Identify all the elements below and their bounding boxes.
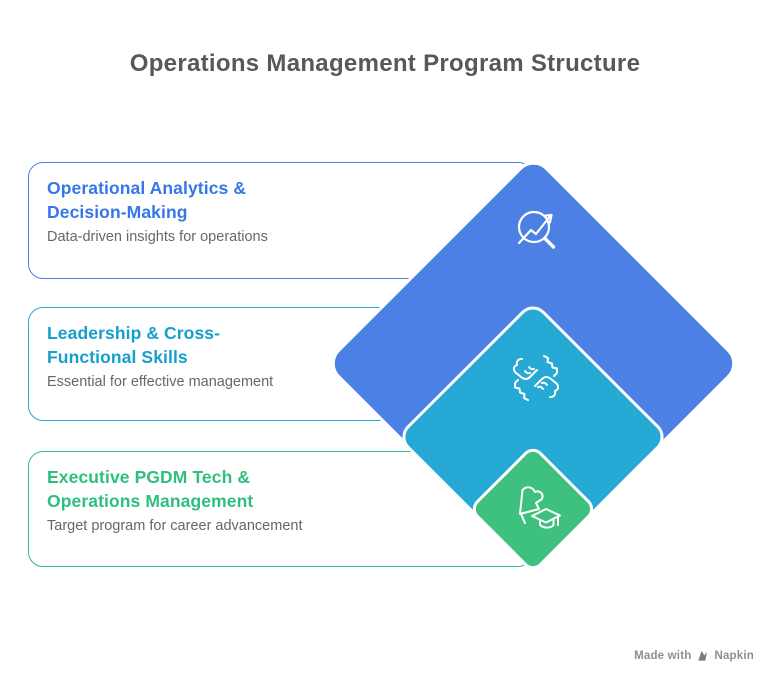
card-subtitle: Target program for career advancement <box>47 518 303 534</box>
card-heading-line-1: Executive PGDM Tech & <box>47 467 251 487</box>
napkin-logo-icon <box>698 650 708 661</box>
analytics-magnifier-icon <box>517 210 556 249</box>
page-title: Operations Management Program Structure <box>129 50 641 77</box>
card-heading-line-1: Leadership & Cross- <box>47 323 221 343</box>
brand-text: Napkin <box>714 649 754 662</box>
card-heading-line-2: Operations Management <box>47 491 254 511</box>
card-heading: Leadership & Cross- Functional Skills <box>47 321 514 369</box>
card-subtitle: Data-driven insights for operations <box>47 229 268 245</box>
card-executive-pgdm: Executive PGDM Tech & Operations Managem… <box>28 451 533 567</box>
flag-graduation-cap-icon <box>519 486 561 529</box>
handshake-gears-icon <box>512 355 560 401</box>
card-heading: Executive PGDM Tech & Operations Managem… <box>47 465 514 513</box>
card-heading: Operational Analytics & Decision-Making <box>47 176 514 224</box>
card-subtitle: Essential for effective management <box>47 374 274 390</box>
card-operational-analytics: Operational Analytics & Decision-Making … <box>28 162 533 279</box>
card-heading-line-2: Functional Skills <box>47 347 188 367</box>
card-heading-line-1: Operational Analytics & <box>47 178 247 198</box>
card-heading-line-2: Decision-Making <box>47 202 188 222</box>
made-with-text: Made with <box>634 649 692 662</box>
napkin-badge[interactable]: Made with Napkin <box>634 649 754 662</box>
